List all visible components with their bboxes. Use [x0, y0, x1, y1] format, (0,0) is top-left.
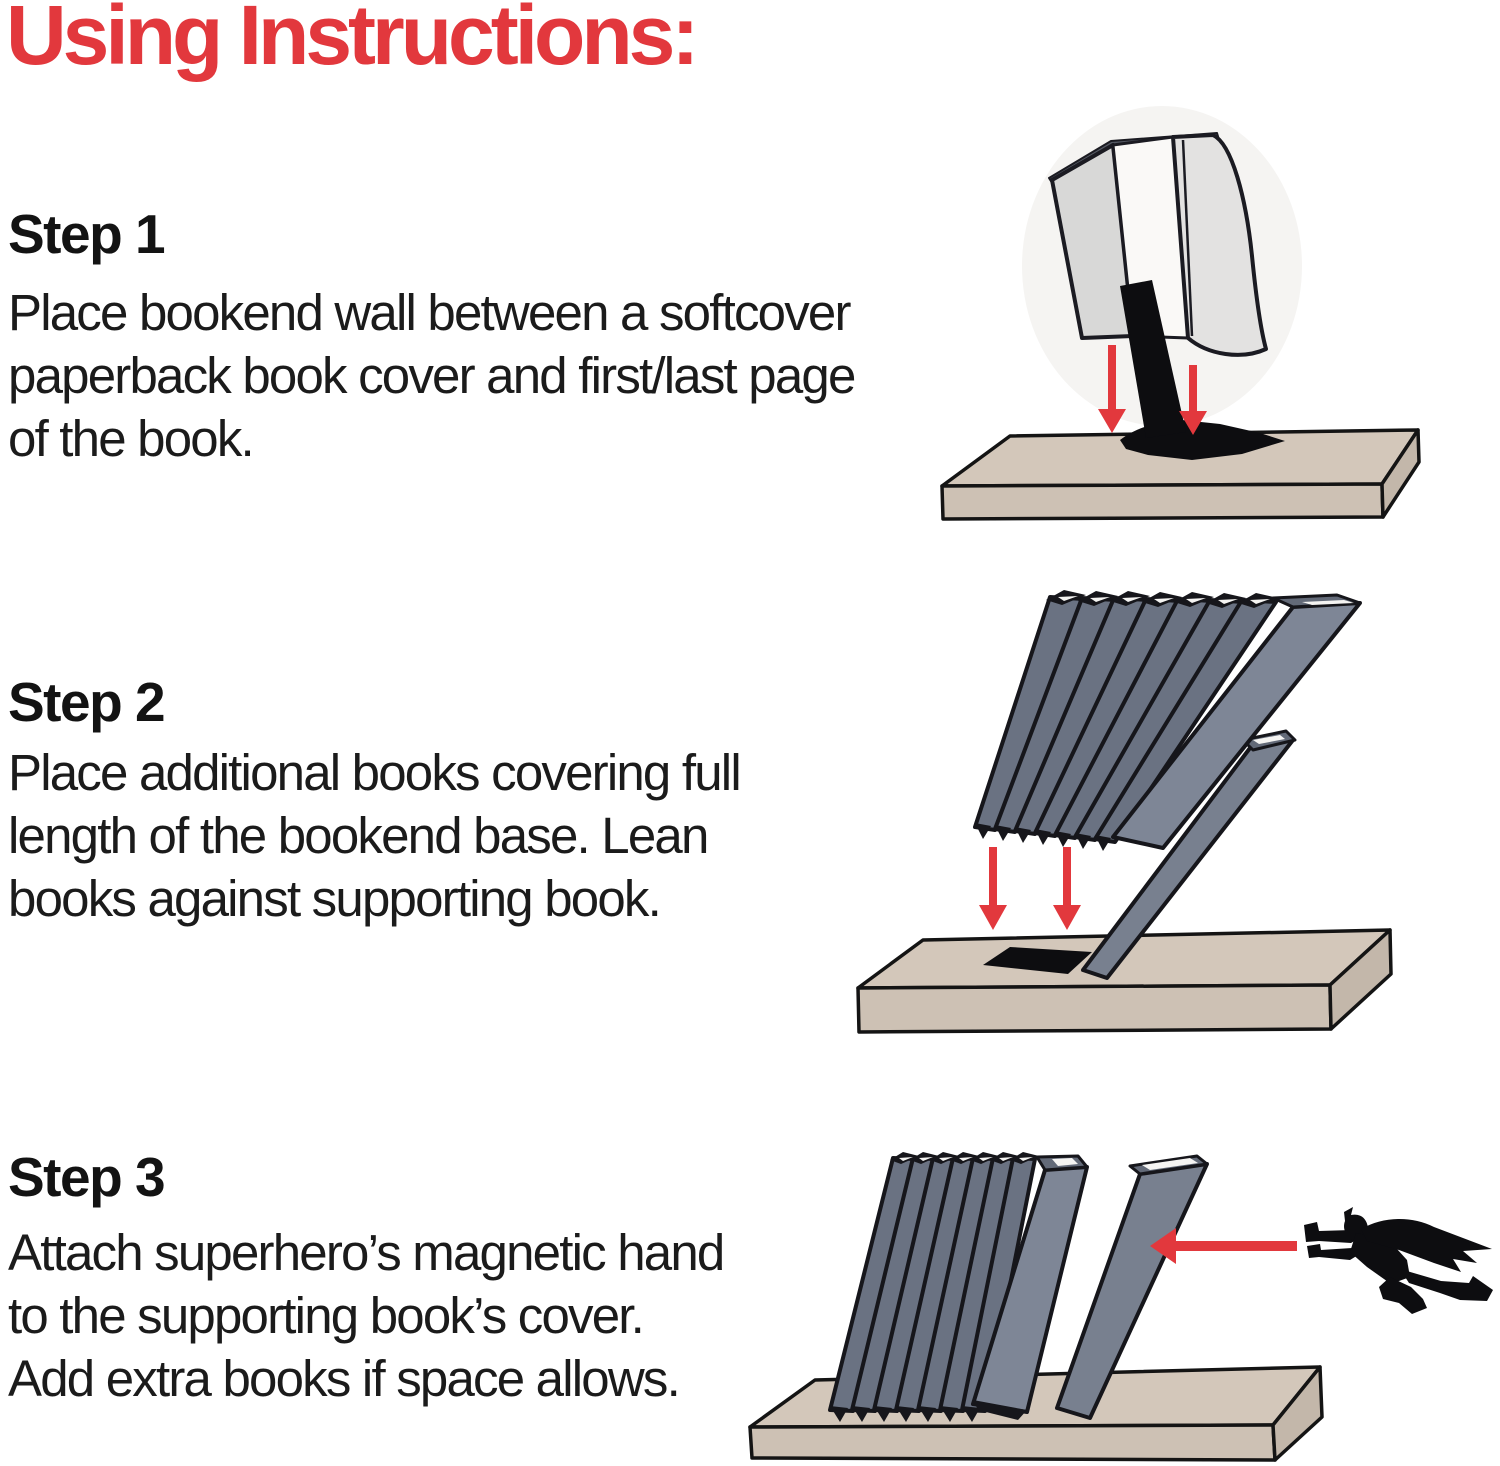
bookend-wall: [1120, 280, 1186, 438]
book-stack: [828, 1154, 1089, 1414]
step2-line-2: length of the bookend base. Lean: [8, 807, 709, 864]
page-edges: [1142, 1158, 1198, 1170]
step1-line-1: Place bookend wall between a softcover: [8, 284, 851, 341]
left-arrow-icon: [1150, 1228, 1297, 1264]
bookend-wall-in-book-icon: [940, 106, 1421, 521]
step3-body: Attach superhero’s magnetic hand to the …: [8, 1221, 725, 1410]
step2-line-3: books against supporting book.: [8, 870, 662, 927]
book-back-cover: [1171, 133, 1268, 357]
step2-body: Place additional books covering full len…: [8, 741, 742, 930]
supporting-book: [1055, 1154, 1209, 1420]
down-arrow-icon: [1098, 345, 1126, 433]
step3-line-3: Add extra books if space allows.: [8, 1350, 681, 1407]
cover-crease: [1181, 139, 1194, 337]
step3-line-1: Attach superhero’s magnetic hand: [8, 1224, 725, 1281]
book-top-face: [1271, 593, 1362, 609]
page-slivers: [899, 1157, 1078, 1166]
supporting-book: [1081, 729, 1297, 980]
step3-line-2: to the supporting book’s cover.: [8, 1287, 645, 1344]
down-arrow-icon: [1179, 365, 1207, 435]
step1-line-3: of the book.: [8, 410, 255, 467]
down-arrow-icon: [979, 847, 1007, 930]
step1-heading: Step 1: [8, 203, 166, 265]
step1-illustration: [930, 88, 1500, 558]
step3-illustration: [700, 1100, 1500, 1466]
superhero-bookend-icon: [748, 1152, 1493, 1462]
step3-heading: Step 3: [8, 1146, 166, 1208]
step2-heading: Step 2: [8, 671, 166, 733]
step1-body: Place bookend wall between a softcover p…: [8, 281, 856, 470]
step1-line-2: paperback book cover and first/last page: [8, 347, 856, 404]
book-stack: [973, 593, 1362, 850]
down-arrow-icon: [1053, 847, 1081, 930]
page-edges: [1253, 735, 1285, 744]
step2-line-1: Place additional books covering full: [8, 744, 742, 801]
books-on-bookend-icon: [856, 590, 1393, 1034]
page-title: Using Instructions:: [6, 0, 699, 82]
page-slivers: [1058, 596, 1354, 605]
book-bottom-flaps: [830, 1400, 1027, 1422]
book-bottom-flaps: [975, 823, 1111, 851]
bookend-base: [983, 947, 1092, 974]
superhero-icon: [1304, 1207, 1493, 1314]
step2-illustration: [830, 560, 1500, 1060]
